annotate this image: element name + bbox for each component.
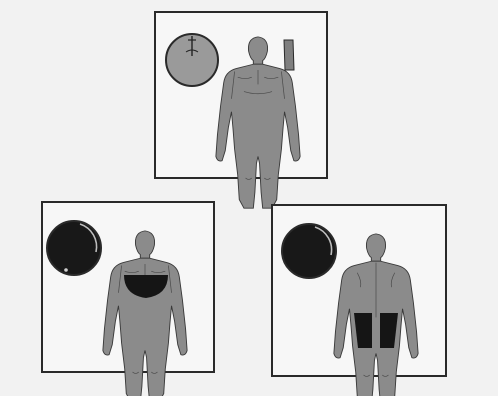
panel-upper-arm [155, 12, 327, 208]
panel-back-thighs [272, 205, 446, 396]
upper-arm-region [284, 40, 294, 70]
dark-circle-indicator [282, 224, 336, 278]
light-circle-indicator [166, 34, 218, 86]
panel-abdomen [42, 202, 214, 396]
dark-circle-indicator [47, 221, 101, 275]
